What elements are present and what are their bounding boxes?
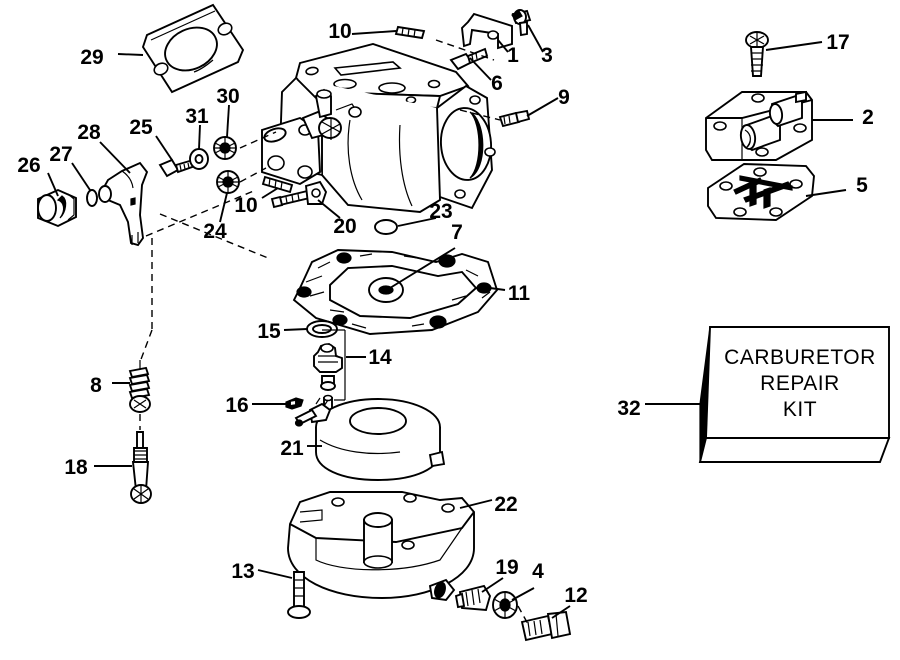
- callout-6: 6: [491, 72, 503, 95]
- part-bracket-1: [461, 12, 513, 50]
- callout-11: 11: [508, 282, 531, 305]
- part-mounting-gasket: [141, 3, 245, 94]
- assembly-dashed-lines: [139, 39, 529, 625]
- callout-23: 23: [429, 200, 452, 223]
- callout-10b: 10: [234, 194, 257, 217]
- part-lock-washer-4: [492, 591, 518, 619]
- part-float: [294, 397, 446, 481]
- callout-25: 25: [129, 116, 153, 139]
- callout-29: 29: [80, 46, 103, 69]
- callout-10: 10: [328, 20, 351, 43]
- part-washer-31: [189, 148, 209, 170]
- part-roll-pin-upper: [394, 25, 426, 40]
- callout-31: 31: [185, 105, 209, 128]
- callout-30: 30: [216, 85, 239, 108]
- callout-19: 19: [495, 556, 518, 579]
- repair-kit-line3: KIT: [783, 398, 817, 421]
- callout-12: 12: [564, 584, 587, 607]
- part-screw-13: [287, 571, 311, 619]
- callout-14: 14: [368, 346, 392, 369]
- part-oring-small: [86, 189, 98, 207]
- part-inlet-needle-seat: [313, 329, 346, 425]
- part-float-bowl: [287, 491, 475, 602]
- callout-numbers: 1 2 3 4 5 6 7 8 9 10 10 11 12 13 14 15 1…: [17, 20, 874, 607]
- callout-13: 13: [231, 560, 254, 583]
- callout-20: 20: [333, 215, 356, 238]
- callout-18: 18: [64, 456, 88, 479]
- part-oring-23: [374, 219, 398, 235]
- callout-15: 15: [257, 320, 281, 343]
- part-retainer-clip-30: [213, 136, 237, 160]
- callout-16: 16: [225, 394, 248, 417]
- callout-32: 32: [617, 397, 640, 420]
- part-mixture-screw-18: [130, 431, 152, 504]
- part-screw-17: [745, 31, 769, 77]
- repair-kit-line2: REPAIR: [760, 372, 840, 395]
- repair-kit-line1: CARBURETOR: [724, 346, 876, 369]
- part-plug-9: [498, 109, 531, 128]
- part-screw-3: [511, 9, 532, 37]
- callout-27: 27: [49, 143, 72, 166]
- callout-1: 1: [507, 44, 519, 67]
- callout-28: 28: [77, 121, 101, 144]
- callout-21: 21: [280, 437, 304, 460]
- callout-2: 2: [862, 106, 874, 129]
- part-float-clip: [285, 397, 304, 410]
- callout-17: 17: [826, 31, 849, 54]
- callout-5: 5: [856, 174, 868, 197]
- part-roll-pin-lower: [261, 175, 294, 194]
- part-hex-bolt-12: [520, 610, 572, 642]
- part-screw-6: [449, 47, 489, 71]
- callout-9: 9: [558, 86, 570, 109]
- callout-7: 7: [451, 221, 463, 244]
- callout-24: 24: [203, 220, 227, 243]
- callout-22: 22: [494, 493, 517, 516]
- callout-3: 3: [541, 44, 553, 67]
- part-cam-follower: [98, 161, 149, 247]
- callout-8: 8: [90, 374, 102, 397]
- callout-4: 4: [532, 560, 544, 583]
- part-fuel-pump-gasket: [707, 163, 815, 221]
- part-spring-8: [128, 360, 151, 413]
- leader-lines: [47, 24, 853, 619]
- part-fuel-pump-body: [705, 90, 813, 161]
- part-bushing: [37, 188, 77, 228]
- part-repair-kit-box: [698, 326, 891, 463]
- part-washer-15: [306, 320, 338, 338]
- part-retainer-24: [216, 170, 240, 194]
- callout-26: 26: [17, 154, 40, 177]
- part-float-bowl-gasket: [292, 249, 499, 335]
- part-carburetor-body: [261, 43, 496, 213]
